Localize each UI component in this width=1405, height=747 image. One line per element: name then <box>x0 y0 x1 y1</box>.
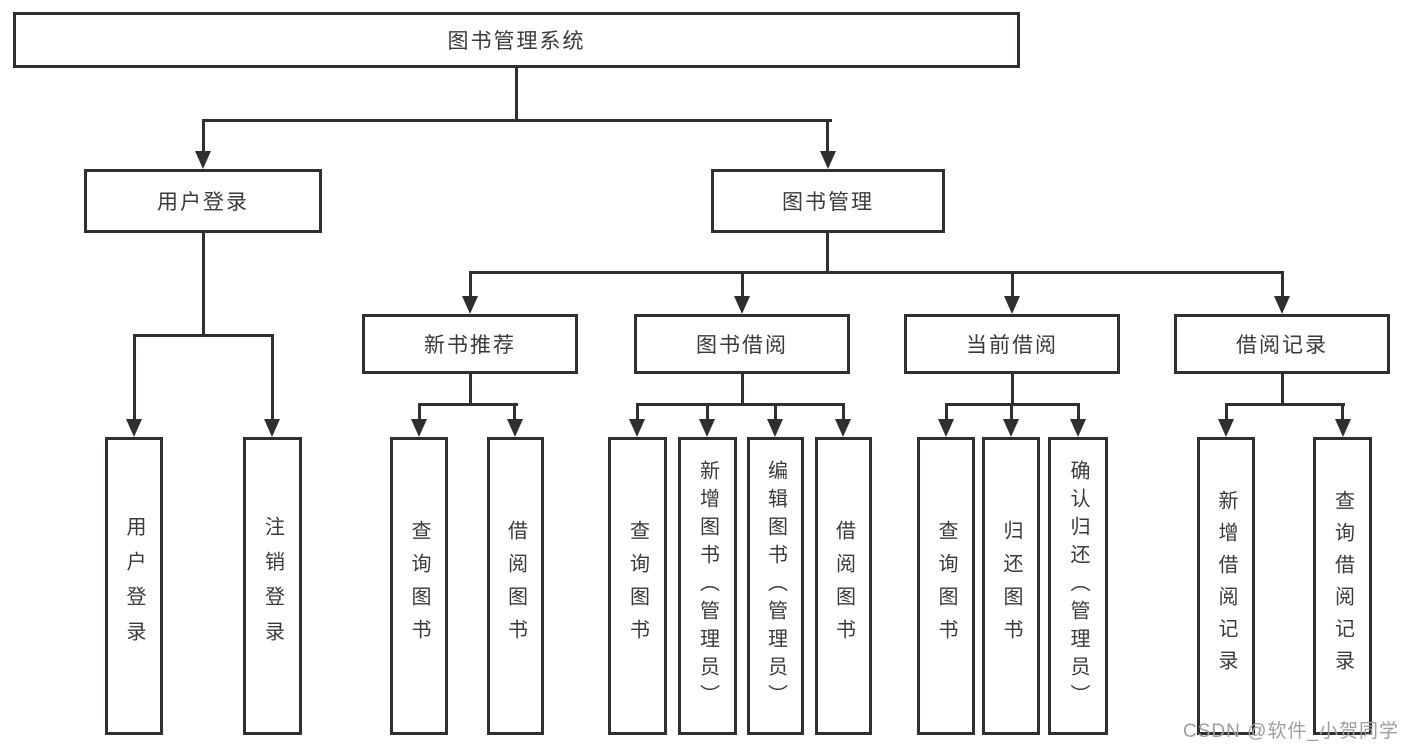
arrowhead-bb-edit <box>767 419 783 437</box>
arrowhead-bb-borrow <box>835 419 851 437</box>
connector-drop-bb-edit <box>774 403 777 421</box>
connector-cb-stem <box>1011 374 1014 406</box>
leaf-borrow-books-recommend-label: 借阅图书 <box>504 520 527 652</box>
connector-bb-stem <box>741 374 744 406</box>
leaf-borrow-books-label: 借阅图书 <box>832 520 855 652</box>
arrowhead-bb-query <box>629 419 645 437</box>
node-book-borrow-label: 图书借阅 <box>696 334 788 357</box>
connector-drop-nbr-borrow <box>513 403 516 421</box>
node-book-borrow: 图书借阅 <box>634 314 850 374</box>
arrowhead-current-borrow <box>1004 296 1020 314</box>
leaf-add-book-admin-label: 新增图书（管理员） <box>696 460 719 712</box>
connector-drop-new-book-recommend <box>469 271 472 298</box>
connector-drop-book-borrow <box>741 271 744 298</box>
leaf-edit-book-admin-label: 编辑图书（管理员） <box>764 460 787 712</box>
leaf-query-borrow-record-label: 查询借阅记录 <box>1331 490 1354 682</box>
connector-drop-cb-confirm <box>1077 403 1080 421</box>
leaf-logout: 注销登录 <box>243 437 302 735</box>
node-borrow-record-label: 借阅记录 <box>1236 334 1328 357</box>
leaf-query-books-current: 查询图书 <box>917 437 975 735</box>
node-book-management: 图书管理 <box>711 169 945 233</box>
connector-bookmgmt-stem <box>826 233 829 274</box>
connector-drop-bb-add <box>706 403 709 421</box>
connector-drop-user-login <box>202 119 205 153</box>
node-user-login-label: 用户登录 <box>157 191 249 214</box>
connector-drop-bb-borrow <box>842 403 845 421</box>
connector-drop-current-borrow <box>1011 271 1014 298</box>
connector-root-rail <box>202 119 832 122</box>
connector-nbr-stem <box>469 374 472 406</box>
leaf-add-book-admin: 新增图书（管理员） <box>678 437 737 735</box>
leaf-query-books-borrow: 查询图书 <box>608 437 667 735</box>
node-new-book-recommend: 新书推荐 <box>362 314 578 374</box>
node-current-borrow: 当前借阅 <box>904 314 1120 374</box>
connector-br-rail <box>1225 403 1345 406</box>
leaf-query-books-borrow-label: 查询图书 <box>626 520 649 652</box>
arrowhead-book-borrow <box>734 296 750 314</box>
leaf-add-borrow-record: 新增借阅记录 <box>1197 437 1255 735</box>
leaf-user-login: 用户登录 <box>105 437 163 735</box>
leaf-query-books-recommend: 查询图书 <box>390 437 448 735</box>
connector-drop-leaf-user-login <box>133 334 136 421</box>
connector-br-stem <box>1281 374 1284 406</box>
arrowhead-nbr-query <box>411 419 427 437</box>
arrowhead-br-add <box>1218 419 1234 437</box>
arrowhead-borrow-record <box>1274 296 1290 314</box>
leaf-confirm-return-admin: 确认归还（管理员） <box>1048 437 1108 735</box>
arrowhead-cb-confirm <box>1070 419 1086 437</box>
leaf-user-login-label: 用户登录 <box>123 516 145 656</box>
leaf-query-books-current-label: 查询图书 <box>935 520 957 652</box>
arrowhead-leaf-logout <box>264 419 280 437</box>
leaf-edit-book-admin: 编辑图书（管理员） <box>747 437 804 735</box>
node-current-borrow-label: 当前借阅 <box>966 334 1058 357</box>
node-book-management-label: 图书管理 <box>782 191 874 214</box>
connector-bb-rail <box>636 403 845 406</box>
connector-bookmgmt-rail <box>469 271 1284 274</box>
arrowhead-br-query <box>1335 419 1351 437</box>
arrowhead-nbr-borrow <box>507 419 523 437</box>
leaf-add-borrow-record-label: 新增借阅记录 <box>1215 490 1237 682</box>
leaf-logout-label: 注销登录 <box>261 516 284 656</box>
connector-root-stem <box>515 68 518 121</box>
leaf-borrow-books: 借阅图书 <box>815 437 872 735</box>
node-library-system-label: 图书管理系统 <box>447 30 586 53</box>
leaf-confirm-return-admin-label: 确认归还（管理员） <box>1067 460 1089 712</box>
connector-nbr-rail <box>418 403 518 406</box>
connector-drop-cb-return <box>1010 403 1013 421</box>
leaf-query-borrow-record: 查询借阅记录 <box>1313 437 1372 735</box>
node-borrow-record: 借阅记录 <box>1174 314 1390 374</box>
node-new-book-recommend-label: 新书推荐 <box>424 334 516 357</box>
leaf-borrow-books-recommend: 借阅图书 <box>487 437 544 735</box>
csdn-watermark: CSDN @软件_小贺同学 <box>1183 721 1399 742</box>
connector-drop-borrow-record <box>1281 271 1284 298</box>
arrowhead-cb-query <box>938 419 954 437</box>
connector-drop-leaf-logout <box>271 334 274 421</box>
arrowhead-book-management <box>820 151 836 169</box>
connector-drop-bb-query <box>636 403 639 421</box>
arrowhead-new-book-recommend <box>462 296 478 314</box>
arrowhead-user-login <box>195 151 211 169</box>
arrowhead-leaf-user-login <box>126 419 142 437</box>
node-user-login: 用户登录 <box>84 169 322 233</box>
leaf-return-book: 归还图书 <box>982 437 1040 735</box>
connector-drop-br-query <box>1341 403 1344 421</box>
connector-drop-cb-query <box>945 403 948 421</box>
connector-userlogin-rail <box>133 334 274 337</box>
connector-drop-nbr-query <box>418 403 421 421</box>
connector-userlogin-stem <box>202 233 205 337</box>
leaf-query-books-recommend-label: 查询图书 <box>408 520 430 652</box>
connector-drop-book-management <box>826 119 829 153</box>
arrowhead-bb-add <box>699 419 715 437</box>
node-library-system: 图书管理系统 <box>13 12 1020 68</box>
leaf-return-book-label: 归还图书 <box>1000 520 1022 652</box>
arrowhead-cb-return <box>1003 419 1019 437</box>
connector-drop-br-add <box>1225 403 1228 421</box>
